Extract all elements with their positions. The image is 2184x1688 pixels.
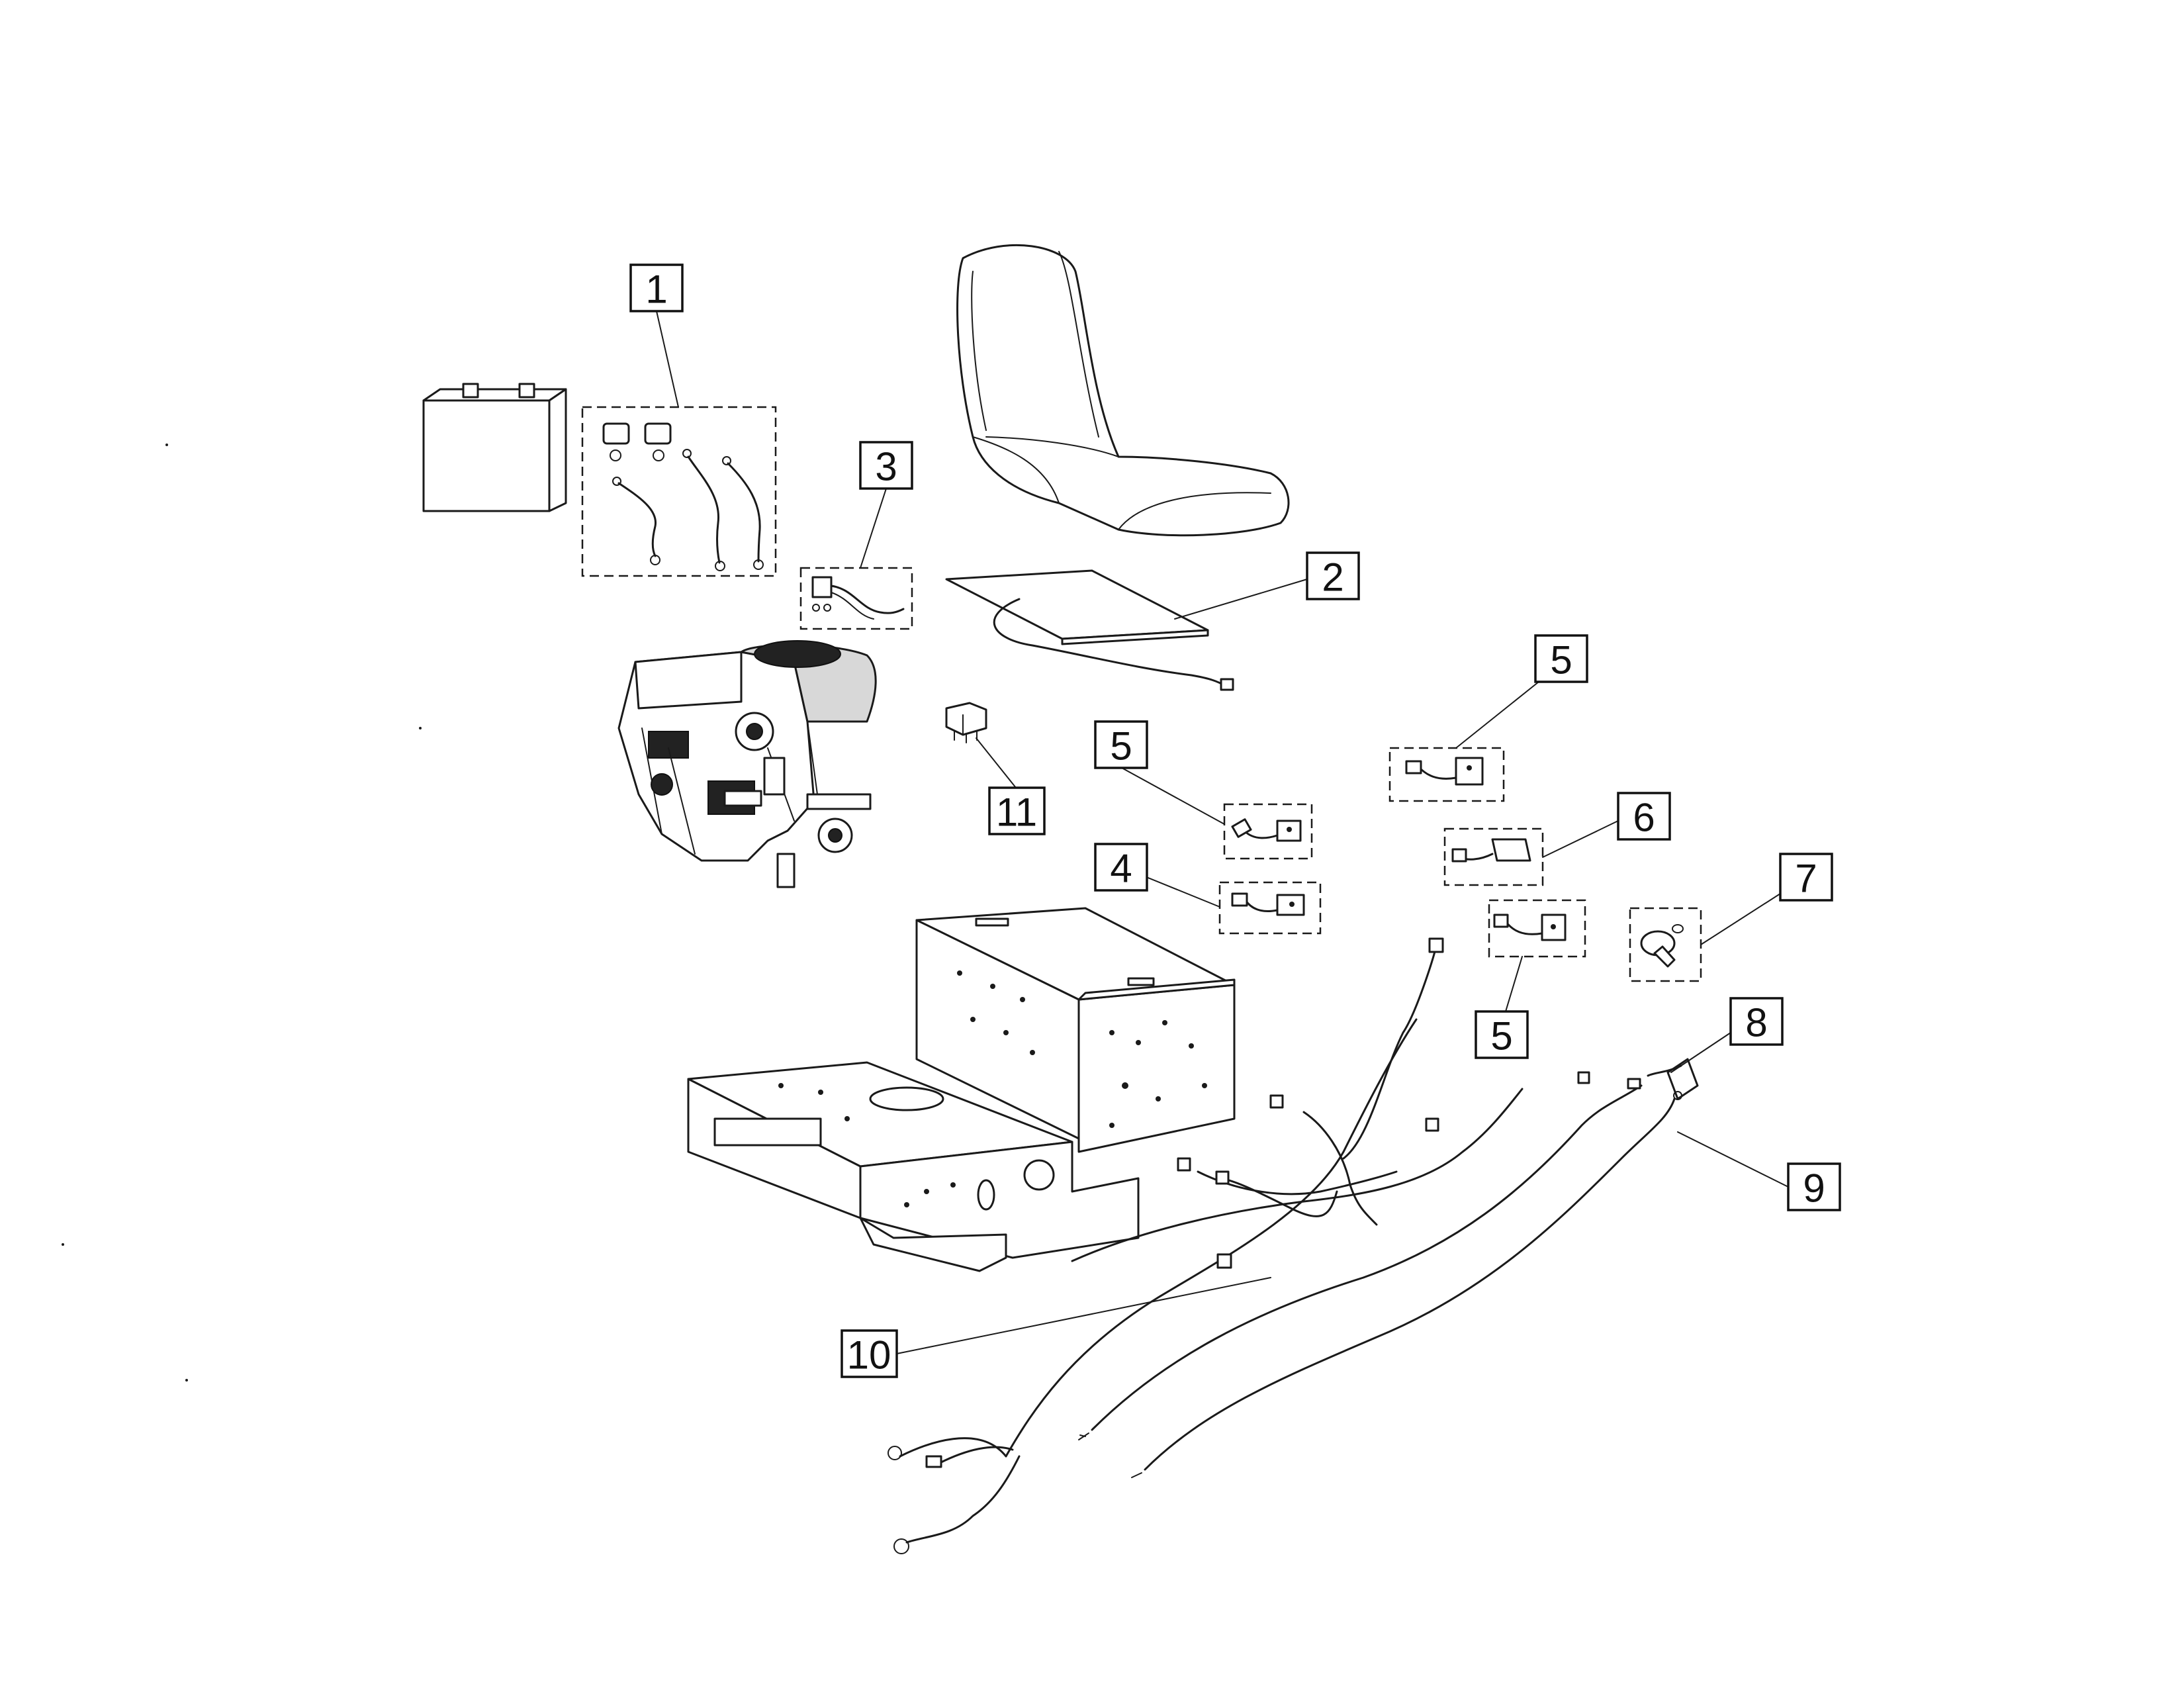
- callout-4-label: 4: [1110, 847, 1132, 891]
- battery-cable-kit: [581, 406, 777, 577]
- switch-part-4: [1218, 881, 1322, 935]
- frame-part: [687, 907, 1236, 1272]
- engine-part: [617, 640, 877, 888]
- callout-11-label: 11: [996, 790, 1037, 835]
- callout-8: 8: [1729, 997, 1784, 1046]
- callout-6: 6: [1617, 792, 1671, 841]
- switch-part-5-lower: [1488, 899, 1586, 958]
- callout-8-label: 8: [1745, 1001, 1767, 1045]
- callout-3-label: 3: [875, 445, 897, 489]
- callout-5-upper: 5: [1534, 634, 1588, 683]
- callout-6-label: 6: [1633, 796, 1655, 840]
- switch-part-5-middle: [1223, 803, 1313, 860]
- seat-part: [956, 244, 1290, 537]
- callout-1: 1: [629, 263, 684, 312]
- callout-5-middle-label: 5: [1110, 724, 1132, 769]
- callout-2: 2: [1306, 551, 1360, 600]
- callout-2-label: 2: [1322, 555, 1343, 600]
- solenoid-wire-kit: [799, 567, 913, 630]
- callout-7-label: 7: [1795, 857, 1817, 901]
- callout-11: 11: [988, 786, 1046, 835]
- frame-holes: [778, 970, 1207, 1207]
- callout-10-label: 10: [847, 1333, 891, 1378]
- switch-part-7: [1629, 907, 1702, 982]
- callout-7: 7: [1779, 853, 1833, 902]
- callout-4: 4: [1094, 843, 1148, 892]
- switch-part-6: [1443, 827, 1544, 886]
- battery-part: [422, 383, 567, 512]
- wire-harness-part: [887, 937, 1699, 1554]
- callout-5-lower-label: 5: [1490, 1014, 1512, 1058]
- callout-3: 3: [859, 441, 913, 490]
- seat-switch-pad: [945, 569, 1234, 691]
- scan-specks: [62, 444, 422, 1382]
- callout-1-label: 1: [645, 267, 667, 312]
- switch-part-5-upper: [1388, 747, 1505, 802]
- leader-lines: [656, 310, 1789, 1354]
- callout-9: 9: [1787, 1162, 1841, 1211]
- callout-10: 10: [841, 1329, 898, 1378]
- callout-5-lower: 5: [1475, 1010, 1529, 1059]
- callout-5-middle: 5: [1094, 720, 1148, 769]
- relay-part: [945, 702, 987, 743]
- callout-5-upper-label: 5: [1550, 638, 1572, 682]
- callout-9-label: 9: [1803, 1166, 1825, 1211]
